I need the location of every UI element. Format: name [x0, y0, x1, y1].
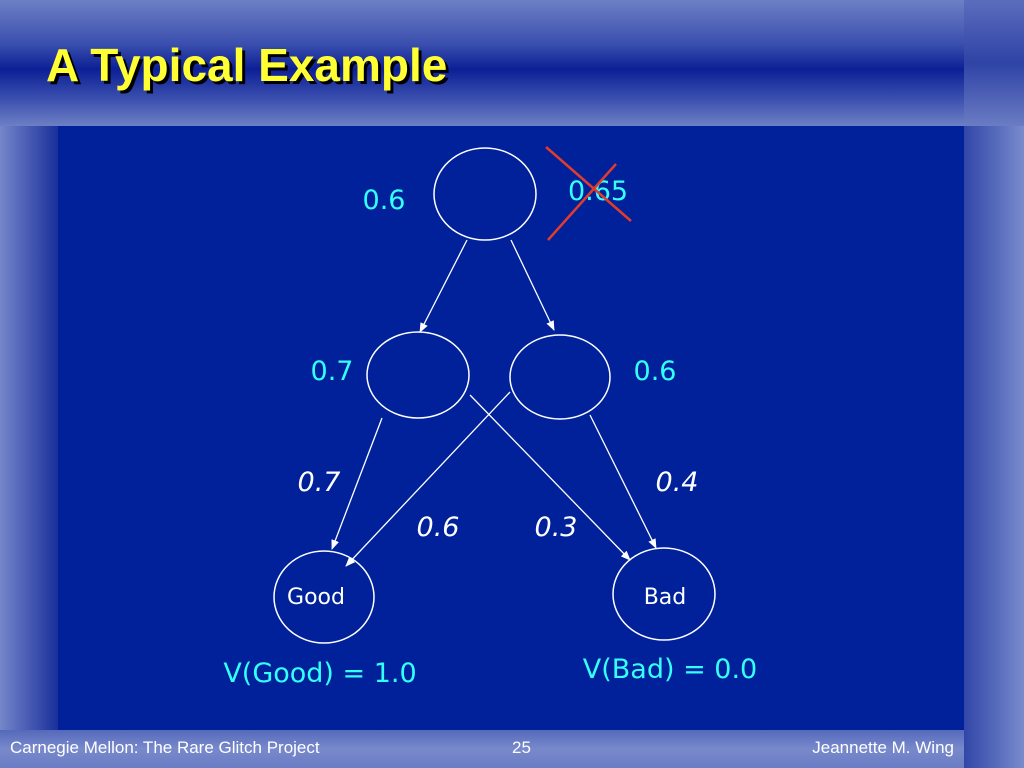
header-band	[0, 0, 964, 126]
edge-right-good	[345, 391, 511, 567]
bad-value-label: V(Bad) = 0.0	[583, 654, 757, 685]
left-node	[366, 331, 470, 419]
edge-right-bad	[589, 414, 657, 549]
edge-right-good-prob: 0.6	[417, 512, 460, 543]
content-panel	[58, 126, 964, 730]
right-decorative-band	[964, 0, 1024, 768]
edge-root-right	[510, 239, 555, 331]
edge-left-good	[331, 417, 383, 550]
right-top-decorative-band	[964, 0, 1024, 126]
right-node	[509, 334, 611, 420]
root-value-label: 0.6	[363, 185, 406, 216]
edge-left-bad-prob: 0.3	[535, 512, 578, 543]
right-node-value-label: 0.6	[634, 356, 677, 387]
good-node	[273, 550, 375, 644]
slide-title: A Typical Example	[46, 39, 448, 91]
footer-band	[0, 730, 964, 768]
footer-page-number: 25	[512, 738, 531, 757]
left-node-value-label: 0.7	[311, 356, 354, 387]
good-node-label: Good	[287, 585, 345, 610]
footer-project-name: Carnegie Mellon: The Rare Glitch Project	[10, 738, 320, 757]
root-node	[433, 147, 537, 241]
edge-left-bad	[469, 394, 631, 561]
good-value-label: V(Good) = 1.0	[223, 658, 416, 689]
edge-root-left	[419, 239, 468, 333]
left-decorative-band	[0, 126, 58, 730]
footer-author: Jeannette M. Wing	[812, 738, 954, 757]
edge-left-good-prob: 0.7	[298, 467, 341, 498]
bad-node-label: Bad	[644, 585, 687, 610]
cross-out-mark	[545, 146, 632, 241]
bad-node	[612, 547, 716, 641]
edge-right-bad-prob: 0.4	[656, 467, 699, 498]
